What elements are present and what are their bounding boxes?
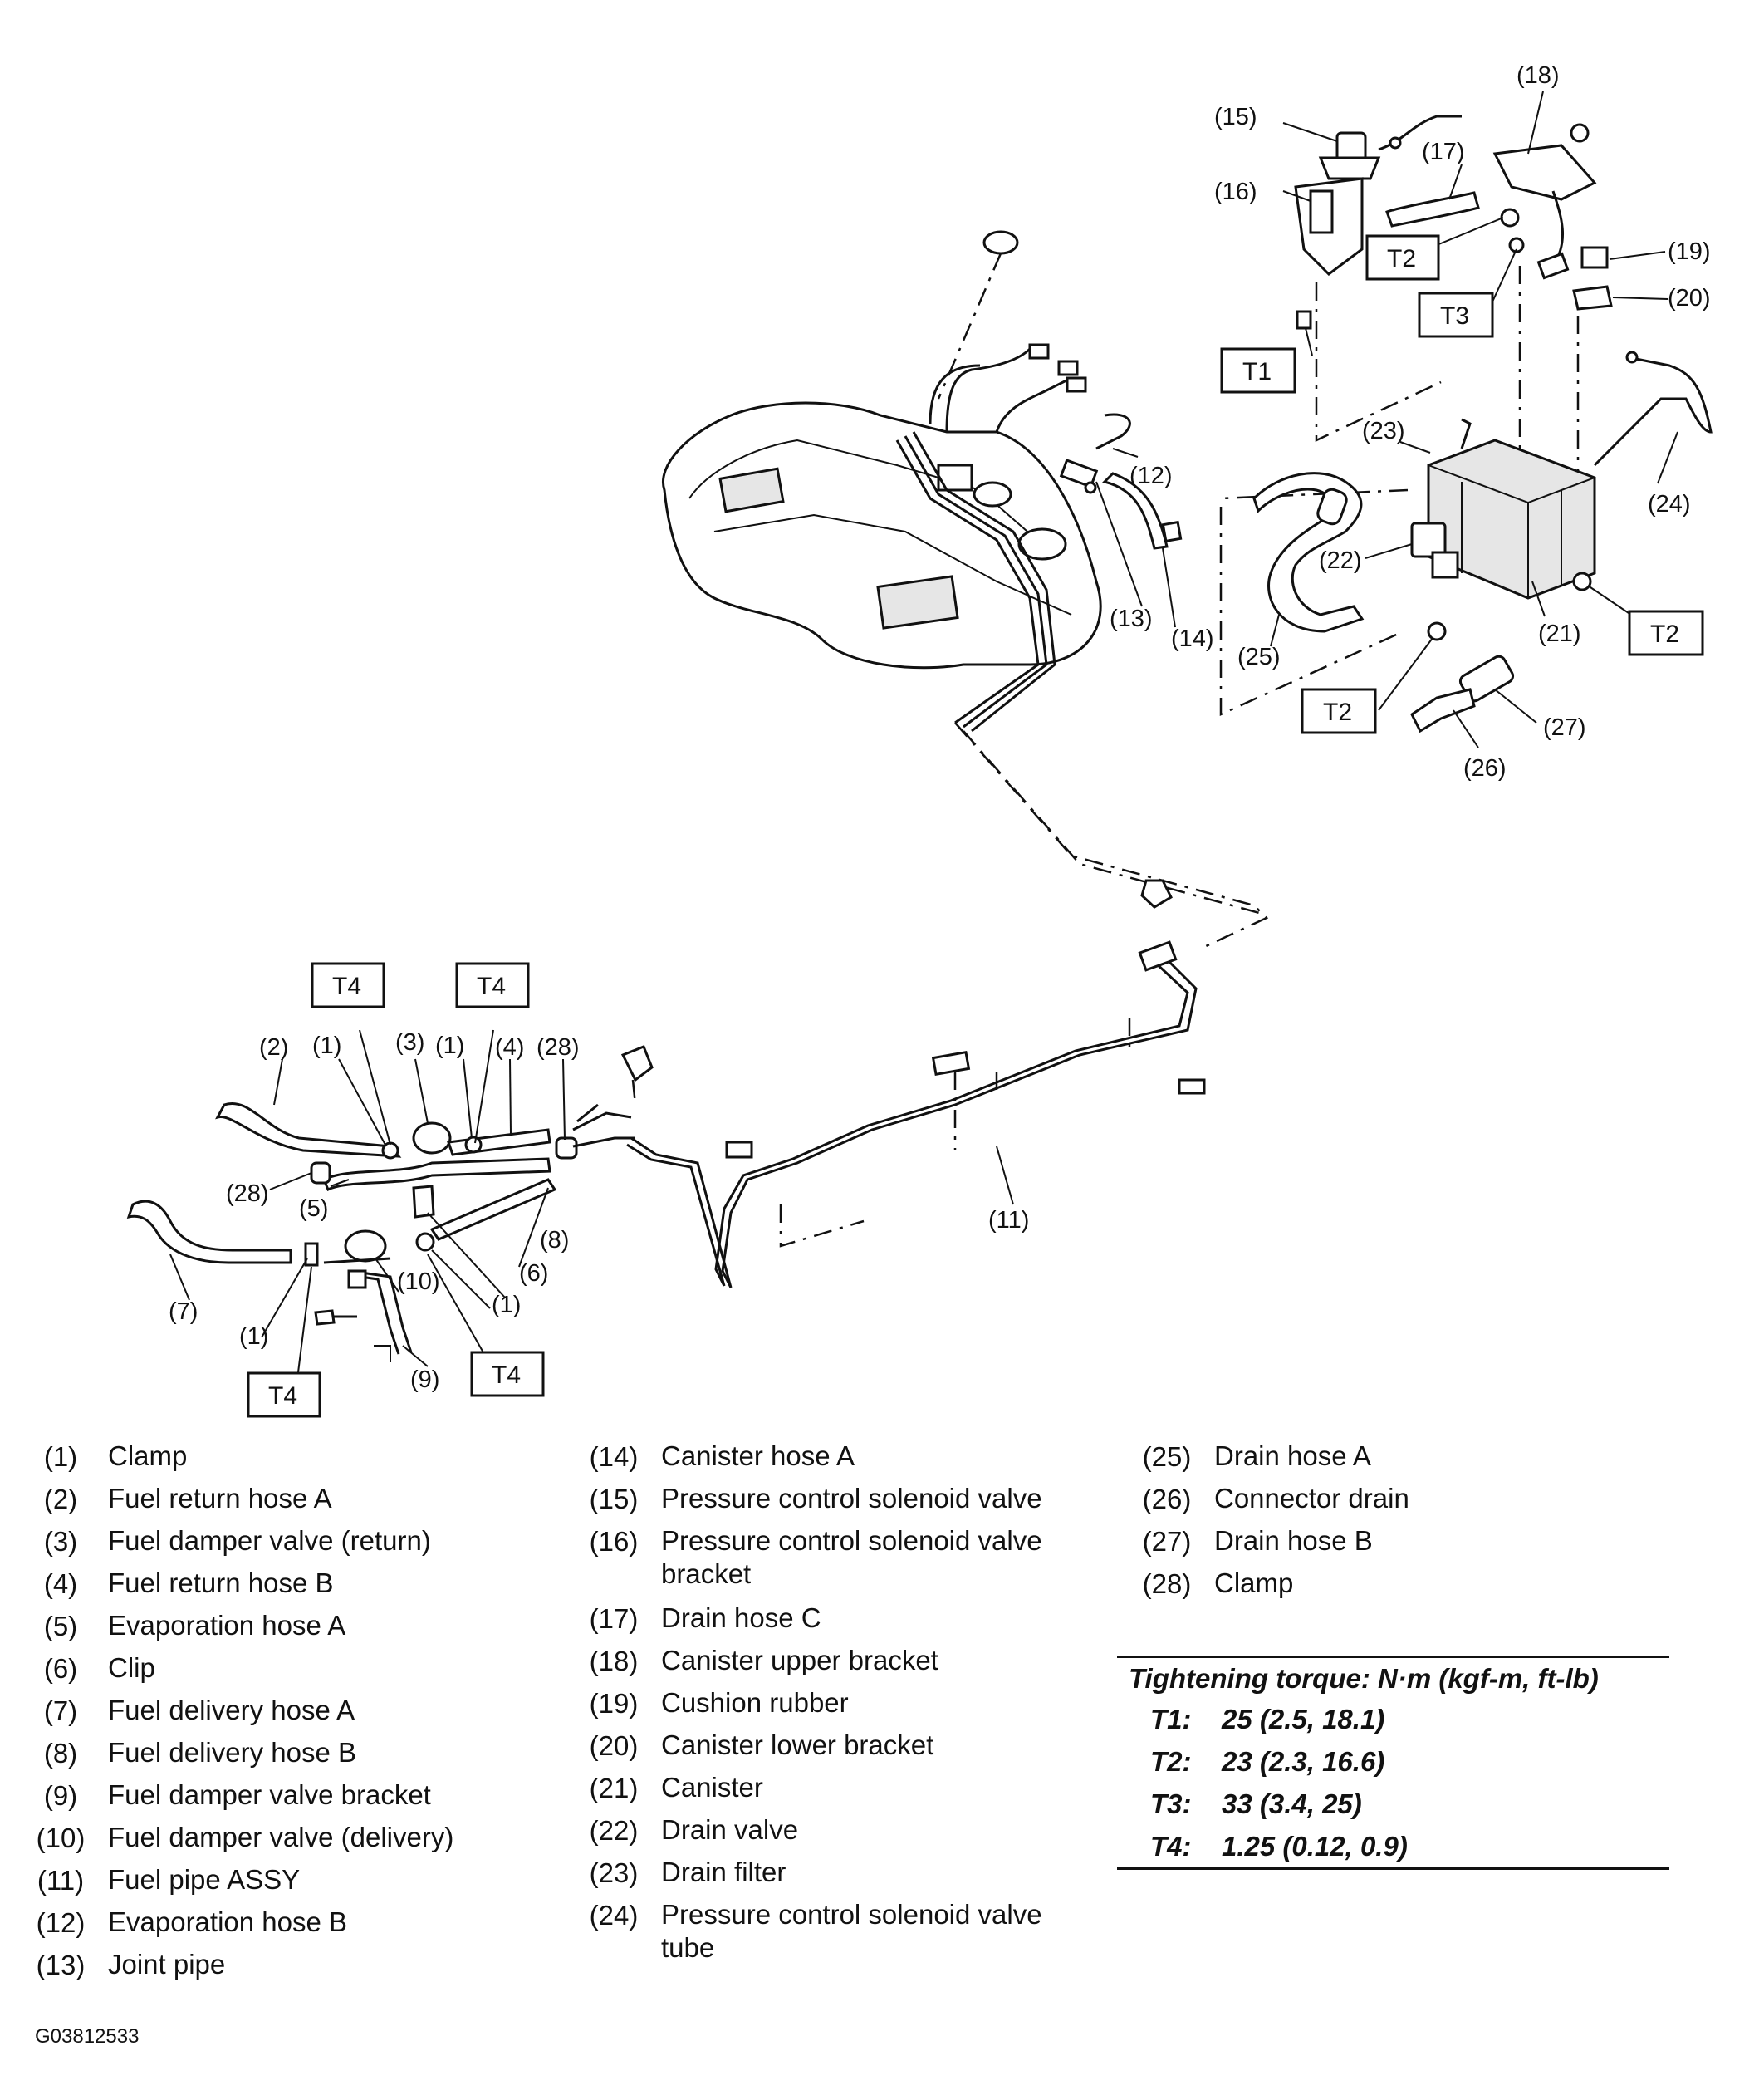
callout-22: (22) bbox=[1319, 547, 1362, 574]
callout-19: (19) bbox=[1668, 238, 1711, 265]
tightening-torque-table: Tightening torque: N·m (kgf-m, ft-lb) T1… bbox=[1117, 1656, 1669, 1870]
front-hose-group bbox=[126, 1101, 635, 1362]
callout-10: (10) bbox=[397, 1268, 440, 1295]
callout-11: (11) bbox=[988, 1207, 1029, 1234]
callout-1d: (1) bbox=[239, 1323, 268, 1350]
svg-text:T4: T4 bbox=[492, 1361, 521, 1389]
callout-labels: (15) (16) (17) (18) (19) (20) (23) (22) … bbox=[169, 62, 1711, 1393]
callout-5: (5) bbox=[299, 1195, 328, 1222]
torque-tag-t2-right: T2 bbox=[1628, 610, 1704, 656]
torque-row: T1:25 (2.5, 18.1) bbox=[1150, 1704, 1385, 1734]
callout-4: (4) bbox=[495, 1034, 524, 1061]
callout-21: (21) bbox=[1538, 621, 1581, 647]
callout-13: (13) bbox=[1110, 606, 1153, 632]
callout-1c: (1) bbox=[492, 1292, 521, 1318]
svg-text:T2: T2 bbox=[1650, 621, 1679, 648]
callout-1a: (1) bbox=[312, 1033, 341, 1059]
callout-1b: (1) bbox=[435, 1033, 464, 1059]
callout-18: (18) bbox=[1517, 62, 1560, 89]
callout-7: (7) bbox=[169, 1298, 198, 1325]
torque-title: Tightening torque: N·m (kgf-m, ft-lb) bbox=[1129, 1663, 1599, 1694]
svg-text:T4: T4 bbox=[332, 973, 361, 1000]
torque-top-rule bbox=[1117, 1656, 1669, 1658]
torque-tag-t4-a: T4 bbox=[311, 962, 385, 1008]
fuel-system-exploded-diagram: (15) (16) (17) (18) (19) (20) (23) (22) … bbox=[126, 62, 1713, 1418]
callout-23: (23) bbox=[1362, 418, 1405, 444]
torque-bottom-rule bbox=[1117, 1867, 1669, 1870]
callout-14: (14) bbox=[1171, 626, 1214, 652]
torque-row: T2:23 (2.3, 16.6) bbox=[1150, 1746, 1385, 1777]
callout-12: (12) bbox=[1129, 463, 1173, 489]
torque-row: T3:33 (3.4, 25) bbox=[1150, 1788, 1362, 1819]
callout-17: (17) bbox=[1422, 139, 1465, 165]
callout-25: (25) bbox=[1237, 644, 1281, 670]
torque-tag-t2-top: T2 bbox=[1365, 234, 1440, 281]
torque-tag-t4-b: T4 bbox=[455, 962, 530, 1008]
callout-27: (27) bbox=[1543, 714, 1586, 741]
callout-9: (9) bbox=[410, 1366, 439, 1393]
svg-text:T1: T1 bbox=[1242, 358, 1272, 385]
callout-3: (3) bbox=[395, 1029, 424, 1056]
canister-assembly bbox=[1059, 115, 1713, 733]
torque-tag-t4-d: T4 bbox=[247, 1371, 321, 1418]
callout-leaders bbox=[169, 91, 1678, 1380]
callout-24: (24) bbox=[1648, 491, 1691, 518]
torque-tag-t3: T3 bbox=[1418, 292, 1494, 338]
svg-text:T2: T2 bbox=[1387, 245, 1416, 272]
svg-text:T4: T4 bbox=[477, 973, 506, 1000]
torque-tag-t4-c: T4 bbox=[470, 1351, 545, 1397]
callout-15: (15) bbox=[1214, 104, 1257, 130]
callout-28b: (28) bbox=[226, 1180, 269, 1207]
svg-text:T3: T3 bbox=[1440, 302, 1469, 330]
parts-legend: (1)Clamp (2)Fuel return hose A (3)Fuel d… bbox=[36, 1440, 1409, 1980]
fuel-tank bbox=[662, 230, 1102, 733]
callout-2: (2) bbox=[259, 1034, 288, 1061]
callout-28a: (28) bbox=[537, 1034, 580, 1061]
callout-16: (16) bbox=[1214, 179, 1257, 205]
callout-6: (6) bbox=[519, 1260, 548, 1287]
torque-tag-t1: T1 bbox=[1220, 347, 1296, 394]
torque-tags: T1 T2 T3 T2 T2 T4 T4 T4 bbox=[247, 234, 1704, 1418]
callout-20: (20) bbox=[1668, 285, 1711, 312]
callout-26: (26) bbox=[1463, 755, 1507, 782]
fuel-pipe-assy bbox=[620, 722, 1269, 1288]
svg-text:T4: T4 bbox=[268, 1382, 297, 1410]
figure-id: G03812533 bbox=[35, 2025, 140, 2048]
torque-row: T4:1.25 (0.12, 0.9) bbox=[1150, 1831, 1408, 1862]
svg-text:T2: T2 bbox=[1323, 699, 1352, 726]
callout-8: (8) bbox=[540, 1227, 569, 1254]
torque-tag-t2-bottom: T2 bbox=[1301, 688, 1377, 734]
